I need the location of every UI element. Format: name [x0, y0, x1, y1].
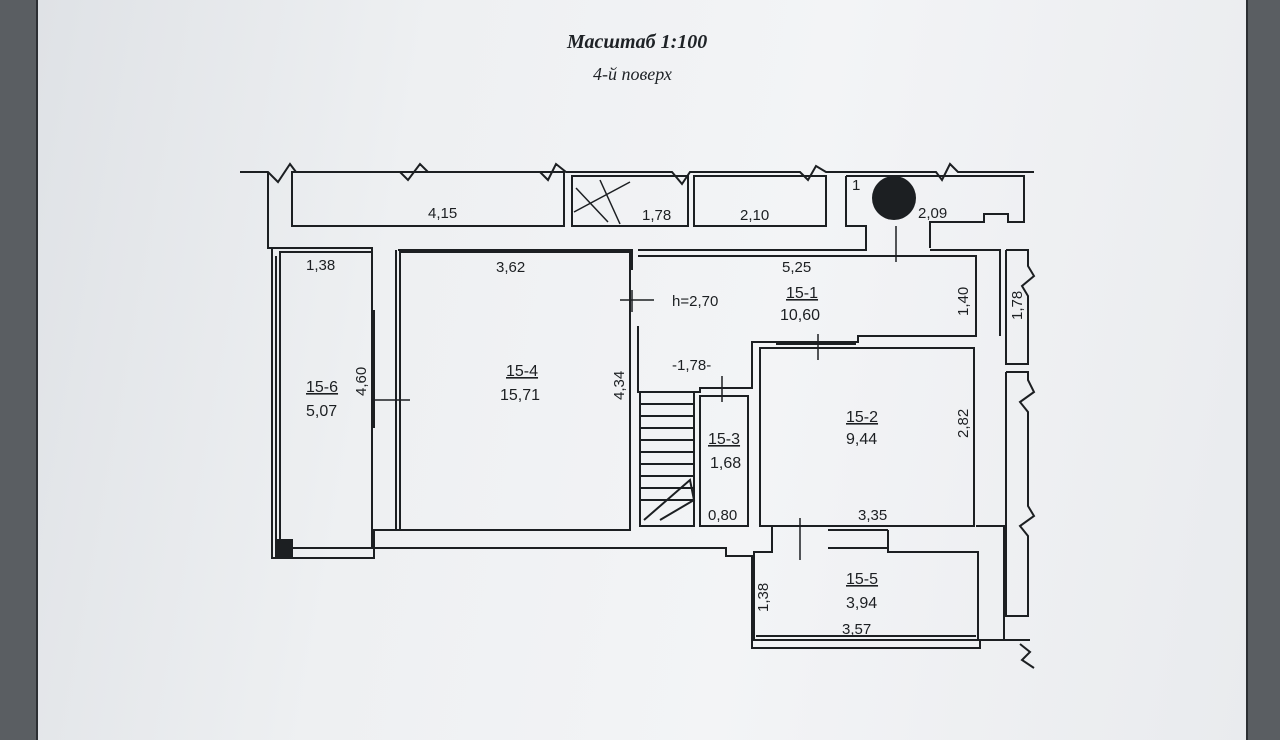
dim-080: 0,80 [708, 507, 737, 524]
room-15-6-outline [279, 251, 373, 549]
paper-sheet [36, 0, 1248, 740]
dim-335: 3,35 [858, 507, 887, 524]
room-15-5-id: 15-5 [846, 571, 878, 588]
room-15-1-area: 10,60 [780, 307, 820, 324]
right-balcony-bottom [1005, 371, 1036, 617]
stair-outline [639, 391, 695, 527]
dim-415: 4,15 [428, 205, 457, 222]
room-15-1: 15-1 10,60 [780, 285, 820, 324]
right-block-bottom [976, 525, 1005, 640]
dim-140: 1,40 [955, 287, 972, 316]
room-15-2: 15-2 9,44 [846, 409, 878, 448]
ceiling-height: h=2,70 [672, 293, 718, 310]
dim-178-right: 1,78 [1009, 291, 1026, 320]
room-15-3-outline [699, 395, 749, 527]
top-facade-line [240, 162, 1034, 186]
dim-138-bottom: 1,38 [755, 583, 772, 612]
room-15-4: 15-4 15,71 [500, 363, 540, 404]
room-15-2-outline [759, 347, 975, 527]
room-15-1-id: 15-1 [786, 285, 818, 302]
room-15-4-area: 15,71 [500, 387, 540, 404]
room-15-3-id: 15-3 [708, 431, 740, 448]
room-15-5-area: 3,94 [846, 595, 877, 612]
dim-178-top: 1,78 [642, 207, 671, 224]
dim-357: 3,57 [842, 621, 871, 638]
room-15-1-top [638, 226, 867, 251]
header: Масштаб 1:100 4-й поверх [0, 0, 1280, 100]
room-15-5-outline [753, 526, 979, 641]
floor-title: 4-й поверх [593, 64, 672, 84]
room-15-4-top [398, 249, 633, 270]
dim-1: 1 [852, 177, 860, 194]
dim-460: 4,60 [353, 367, 370, 396]
outer-wall-left [267, 172, 1030, 649]
dim-434: 4,34 [611, 371, 628, 400]
dim-362: 3,62 [496, 259, 525, 276]
dim-178-stair: -1,78- [672, 357, 711, 374]
top-room-209 [846, 175, 1025, 248]
stair-steps [640, 403, 696, 521]
vent-mark [872, 176, 916, 220]
dim-209: 2,09 [918, 205, 947, 222]
room-15-3: 15-3 1,68 [708, 431, 741, 472]
dim-138-left: 1,38 [306, 257, 335, 274]
room-15-6: 15-6 5,07 [306, 379, 338, 420]
top-room-178 [571, 175, 689, 227]
dim-282: 2,82 [955, 409, 972, 438]
dim-525: 5,25 [782, 259, 811, 276]
room-15-2-id: 15-2 [846, 409, 878, 426]
central-bottom-wall [373, 529, 400, 548]
room-15-5: 15-5 3,94 [846, 571, 878, 612]
section-marks [372, 226, 897, 560]
top-room-210 [693, 175, 827, 227]
room-15-1-top-right [930, 249, 1001, 336]
room-15-4-outline [399, 251, 631, 531]
dim-210: 2,10 [740, 207, 769, 224]
room-15-6-corner [275, 539, 293, 557]
room-15-4-id: 15-4 [506, 363, 538, 380]
room-15-3-area: 1,68 [710, 455, 741, 472]
right-balcony-top [1005, 249, 1036, 365]
top-room-415 [291, 171, 565, 227]
room-15-6-id: 15-6 [306, 379, 338, 396]
right-break-mark [1019, 643, 1035, 669]
room-15-6-area: 5,07 [306, 403, 337, 420]
room-15-2-area: 9,44 [846, 431, 877, 448]
top-stair-detail [573, 179, 631, 225]
scale-title: Масштаб 1:100 [567, 31, 708, 53]
